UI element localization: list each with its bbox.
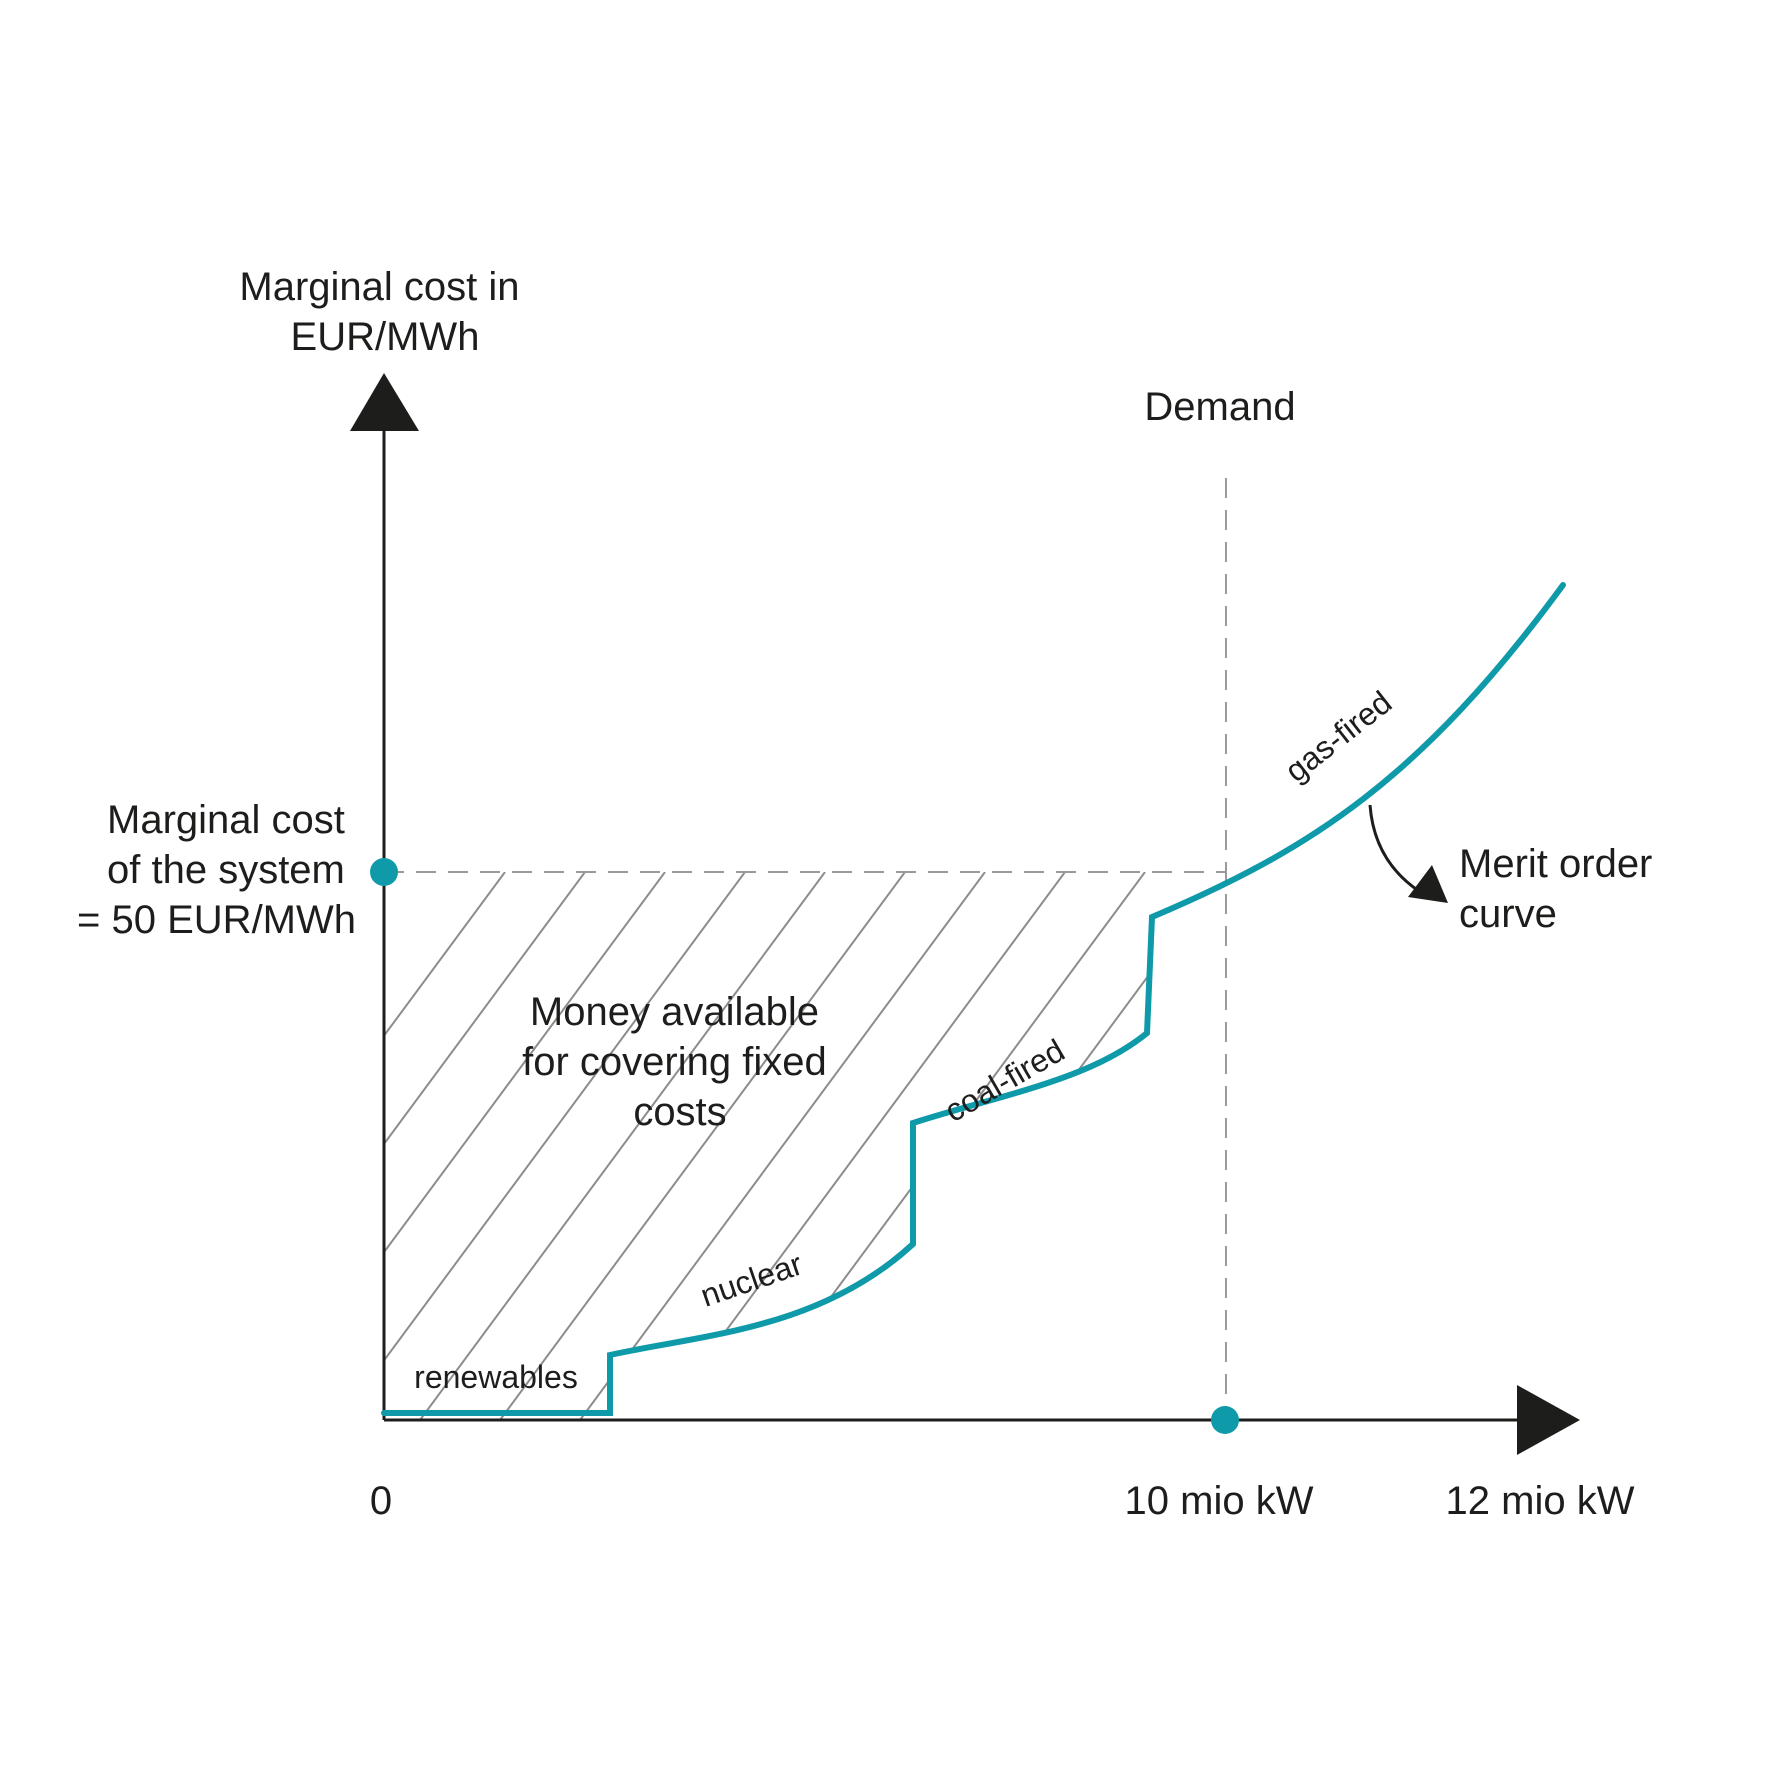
system-cost-label-line-2: of the system bbox=[107, 848, 345, 892]
system-cost-label-line-3: = 50 EUR/MWh bbox=[77, 898, 356, 942]
segment-label-renewables: renewables bbox=[414, 1359, 578, 1395]
demand-marker bbox=[1211, 1406, 1239, 1434]
shaded-area-label-line-2: for covering fixed bbox=[522, 1040, 827, 1084]
merit-order-curve-label: Merit order curve bbox=[1459, 842, 1664, 936]
x-tick-label-max: 12 mio kW bbox=[1446, 1479, 1635, 1523]
shaded-area-label: Money available for covering fixed costs bbox=[522, 990, 838, 1134]
demand-label: Demand bbox=[1144, 385, 1295, 429]
y-axis-label-line-1: Marginal cost in bbox=[239, 265, 519, 309]
y-axis-arrowhead bbox=[350, 373, 419, 431]
x-tick-label-zero: 0 bbox=[370, 1479, 392, 1523]
system-cost-marker bbox=[370, 858, 398, 886]
x-tick-label-demand: 10 mio kW bbox=[1125, 1479, 1314, 1523]
segment-label-gas-fired: gas-fired bbox=[1278, 684, 1398, 789]
system-cost-label: Marginal cost of the system = 50 EUR/MWh bbox=[77, 798, 356, 942]
merit-order-curve-label-line-1: Merit order bbox=[1459, 842, 1652, 886]
merit-order-curve-label-line-2: curve bbox=[1459, 892, 1557, 936]
system-cost-label-line-1: Marginal cost bbox=[107, 798, 345, 842]
y-axis-label-line-2: EUR/MWh bbox=[291, 315, 480, 359]
merit-order-curve bbox=[381, 582, 1566, 1416]
merit-order-pointer-arrow bbox=[1368, 804, 1426, 897]
merit-order-pointer-arrowhead bbox=[1408, 865, 1448, 903]
y-axis-label: Marginal cost in EUR/MWh bbox=[239, 265, 530, 359]
segment-label-nuclear: nuclear bbox=[696, 1245, 807, 1313]
shaded-area-label-line-1: Money available bbox=[530, 990, 819, 1034]
x-axis-arrowhead bbox=[1517, 1385, 1580, 1455]
shaded-area-label-line-3: costs bbox=[633, 1090, 726, 1134]
